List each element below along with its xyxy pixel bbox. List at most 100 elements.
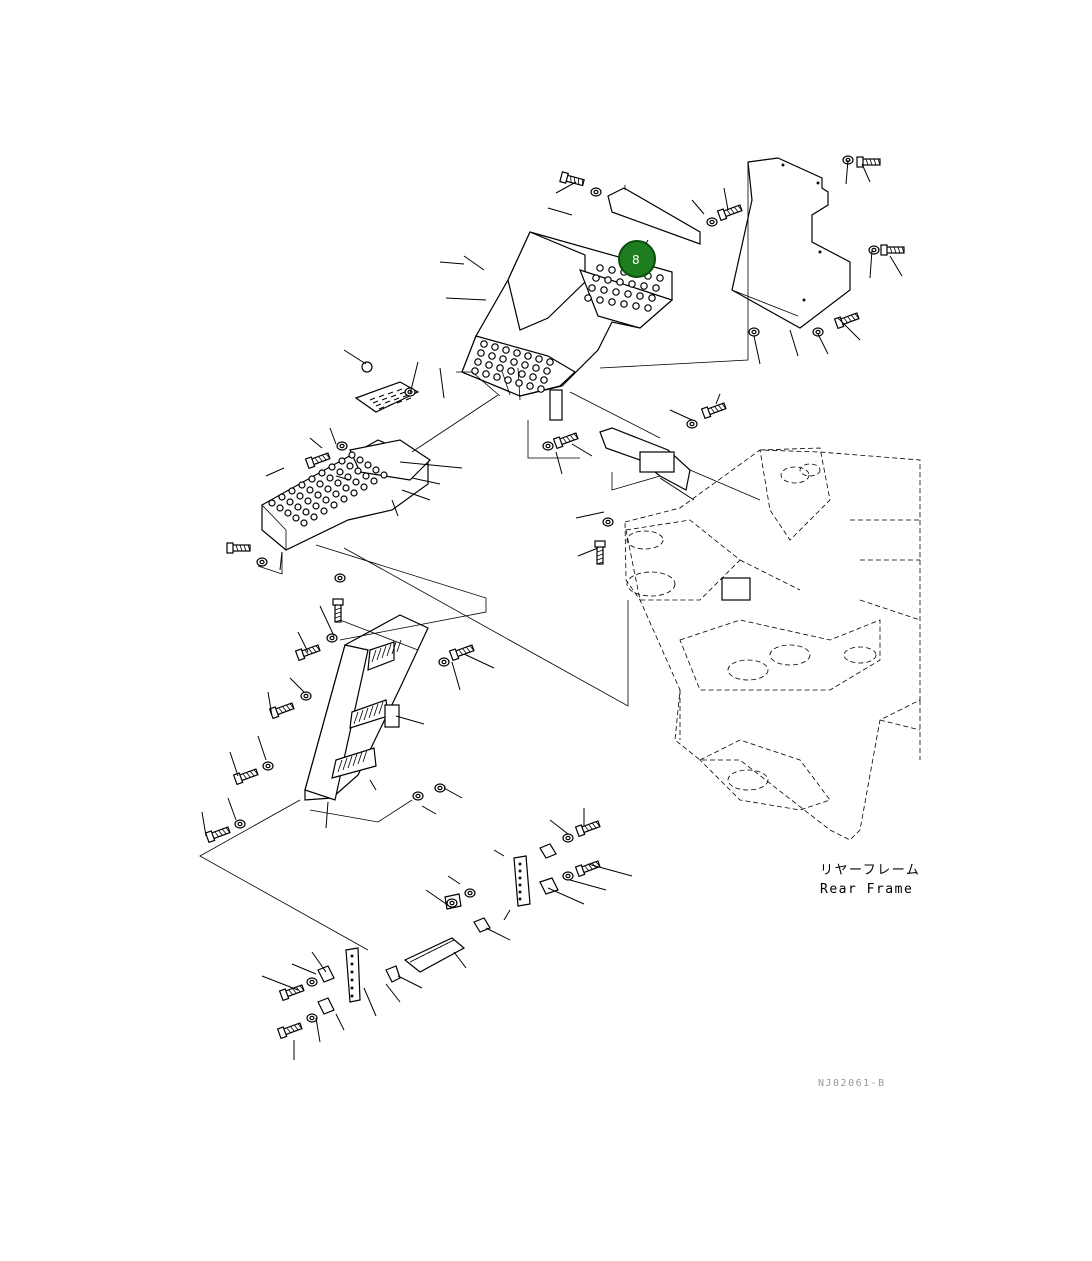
leader-line [789,329,799,357]
perforation-hole [596,296,604,304]
bolt-head [204,830,216,844]
thread [221,828,227,835]
drawing-number: NJ02061-B [818,1078,886,1089]
leader-line [315,1017,321,1043]
perforation-hole [310,513,318,521]
perforation-hole [336,468,344,476]
perforation-hole [592,274,600,282]
perforation-hole [332,490,340,498]
assembly-lines [199,157,779,951]
callout-marker[interactable]: 8 [618,239,656,278]
thread [318,456,323,462]
perforation-hole [540,376,548,384]
leader-line [439,367,445,399]
thread [710,407,715,414]
bolt-hole [518,897,522,901]
leader-line [265,467,285,477]
perforation-hole [644,304,652,312]
washer-hole [415,793,421,799]
bolt [574,860,601,878]
perforation-hole [350,489,358,497]
perforation-hole [362,472,370,480]
perforation-hole [354,467,362,475]
bolt [594,540,606,565]
perforation-hole [518,370,526,378]
thread [469,645,475,651]
bolt [700,402,727,420]
perforation-hole [496,364,504,372]
leader-line [267,691,273,717]
slot [372,400,379,404]
washer-hole [337,575,343,581]
thread [721,403,727,409]
leader-line [335,475,351,481]
bolt-hole [518,862,522,866]
slot [369,397,376,401]
tread-rib [358,709,364,723]
bolt-hole [518,869,522,873]
leader-line [715,393,721,405]
thread [596,549,604,553]
perforation-hole [612,288,620,296]
perforation-hole [596,264,604,272]
perforation-hole [300,519,308,527]
washer-hole [565,873,571,879]
washer-hole [871,247,877,253]
perforation-hole [535,355,543,363]
bolt [552,432,579,450]
perforation-hole [348,451,356,459]
perforation-hole [318,469,326,477]
perforation-hole [276,504,284,512]
washer-hole [689,421,695,427]
washer-hole [265,763,271,769]
thread [573,433,579,439]
leader-line [691,199,705,215]
bolt-head [594,540,606,548]
perforation-hole [474,358,482,366]
perforation-hole [532,364,540,372]
leader-line [443,787,463,799]
thread [282,706,287,712]
leader-line [319,605,335,637]
slot [384,400,391,404]
slot [378,406,385,410]
thread [591,822,597,829]
washer-hole [437,785,443,791]
leader-line [201,811,207,837]
thread [242,773,247,780]
perforation-hole [286,498,294,506]
perforation-hole [513,349,521,357]
thread [847,316,852,322]
leader-line [503,909,511,921]
perforation-hole [320,507,328,515]
thread [286,1027,291,1034]
thread [581,179,584,186]
washer-hole [303,693,309,699]
perforation-hole [292,514,300,522]
perforation-hole [338,457,346,465]
bolt [304,452,331,470]
perforation-hole [636,292,644,300]
perforation-hole [480,340,488,348]
perforation-hole [537,385,545,393]
perforation-hole [624,290,632,298]
slot [390,394,397,398]
leader-line [257,735,267,761]
bolt-head [552,436,564,450]
leader-line [493,849,505,857]
leader-line [549,819,569,835]
thread [850,314,856,321]
bolt [716,204,743,222]
leader-line [297,631,309,653]
tread-rib [368,705,374,719]
bolt [332,598,344,623]
thread [577,178,580,185]
thread [714,406,719,412]
leader-line [227,797,237,821]
thread [462,648,467,654]
perforation-hole [584,294,592,302]
perforation-hole [600,286,608,294]
perforation-hole [278,493,286,501]
leader-line [845,159,849,185]
ladder-assembly [304,614,429,801]
